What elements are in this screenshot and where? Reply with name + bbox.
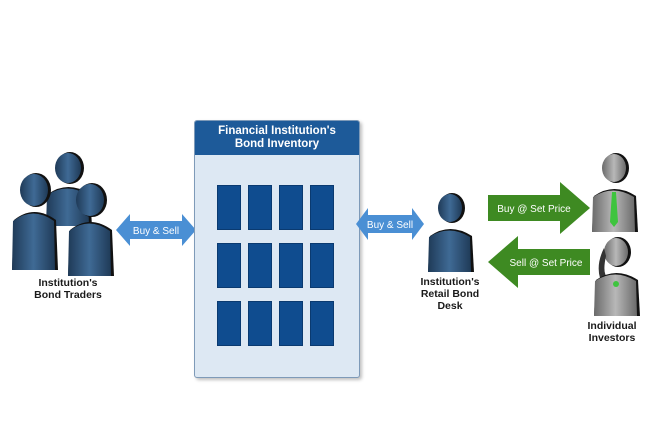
bond-block [279, 185, 303, 230]
buy-sell-text-1: Buy & Sell [133, 226, 179, 237]
bond-grid [217, 185, 334, 346]
sell-set-price-arrow: Sell @ Set Price [488, 236, 590, 288]
investors-label: Individual Investors [587, 320, 637, 344]
bond-block [279, 243, 303, 288]
bond-block [310, 185, 334, 230]
buy-sell-text-2: Buy & Sell [367, 220, 413, 231]
double-arrow-shape [116, 214, 196, 246]
buy-price-text: Buy @ Set Price [497, 204, 571, 215]
buy-set-price-arrow: Buy @ Set Price [488, 182, 590, 234]
left-arrow-shape [488, 236, 590, 288]
right-arrow-shape [488, 182, 590, 234]
green-tie-icon [610, 192, 618, 227]
bond-block [310, 301, 334, 346]
investor-top-icon [592, 153, 638, 232]
green-pendant-icon [613, 281, 619, 287]
bond-block [217, 243, 241, 288]
bond-block [248, 185, 272, 230]
bond-block [217, 301, 241, 346]
desk-label: Institution's Retail Bond Desk [420, 276, 480, 312]
buy-sell-arrow-traders: Buy & Sell [116, 214, 196, 246]
traders-label: Institution's Bond Traders [34, 277, 102, 301]
buy-sell-arrow-desk: Buy & Sell [356, 208, 424, 240]
investor-bottom-icon [594, 237, 640, 316]
bond-block [248, 243, 272, 288]
double-arrow-shape [356, 208, 424, 240]
bond-block [279, 301, 303, 346]
retail-desk-person-icon [428, 193, 474, 272]
inventory-title: Financial Institution's Bond Inventory [195, 121, 359, 155]
bond-inventory-panel: Financial Institution's Bond Inventory [194, 120, 360, 378]
bond-block [217, 185, 241, 230]
bond-block [310, 243, 334, 288]
sell-price-text: Sell @ Set Price [510, 258, 583, 269]
bond-traders-icon [12, 152, 114, 276]
bond-block [248, 301, 272, 346]
